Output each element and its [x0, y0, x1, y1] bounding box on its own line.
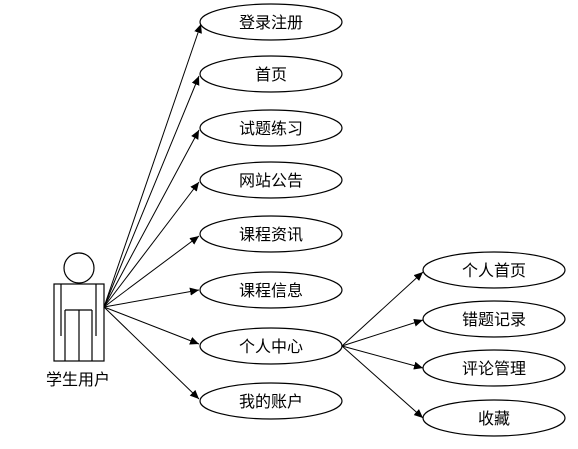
use-case-course-info: 课程信息: [199, 271, 343, 309]
use-case-personal-home-ellipse: [422, 251, 566, 289]
use-case-personal-center-label: 个人中心: [239, 337, 303, 356]
use-case-home-label: 首页: [255, 65, 287, 84]
use-case-favorites-ellipse: [422, 399, 566, 437]
assoc-announcements: [103, 181, 200, 308]
use-case-practice: 试题练习: [199, 109, 343, 147]
assoc-register: [103, 23, 202, 308]
use-case-comment-mgmt-ellipse: [422, 349, 566, 387]
use-case-personal-home: 个人首页: [422, 251, 566, 289]
use-case-course-news-label: 课程资讯: [239, 225, 303, 244]
use-case-favorites-label: 收藏: [478, 409, 510, 428]
use-case-course-news-ellipse: [199, 215, 343, 253]
use-case-my-account: 我的账户: [199, 382, 343, 420]
use-case-comment-mgmt-label: 评论管理: [462, 359, 526, 378]
use-case-practice-label: 试题练习: [239, 119, 303, 138]
use-case-home: 首页: [199, 55, 343, 93]
use-case-personal-home-label: 个人首页: [462, 261, 526, 280]
actor-head: [63, 252, 95, 284]
personal-center-associations: [341, 271, 424, 419]
use-case-my-account-label: 我的账户: [239, 392, 303, 411]
use-case-comment-mgmt: 评论管理: [422, 349, 566, 387]
actor-label: 学生用户: [46, 370, 110, 389]
use-case-personal-center-ellipse: [199, 327, 343, 365]
assoc-favorites: [341, 345, 424, 419]
assoc-personal-home: [341, 271, 424, 347]
use-case-home-ellipse: [199, 55, 343, 93]
use-case-wrong-answers-ellipse: [422, 300, 566, 338]
use-case-wrong-answers-label: 错题记录: [462, 310, 526, 329]
assoc-my-account: [103, 306, 200, 400]
use-case-announcements-ellipse: [199, 161, 343, 199]
assoc-comment-mgmt: [341, 345, 424, 370]
assoc-course-news: [103, 235, 200, 308]
actor-associations: [103, 23, 202, 400]
use-case-wrong-answers: 错题记录: [422, 300, 566, 338]
use-case-announcements: 网站公告: [199, 161, 343, 199]
use-case-practice-ellipse: [199, 109, 343, 147]
use-case-announcements-label: 网站公告: [239, 171, 303, 190]
assoc-practice: [103, 129, 200, 308]
assoc-home: [103, 75, 200, 308]
assoc-wrong-answers: [341, 318, 424, 347]
assoc-course-info: [103, 287, 200, 308]
use-case-register-ellipse: [199, 3, 343, 41]
use-case-favorites: 收藏: [422, 399, 566, 437]
use-case-personal-center: 个人中心: [199, 327, 343, 365]
assoc-personal-center: [103, 306, 200, 345]
actor-student-user: 学生用户: [46, 252, 110, 389]
use-case-course-news: 课程资讯: [199, 215, 343, 253]
use-case-register-label: 登录注册: [239, 13, 303, 32]
use-case-my-account-ellipse: [199, 382, 343, 420]
use-case-course-info-label: 课程信息: [239, 281, 303, 300]
use-case-register: 登录注册: [199, 3, 343, 41]
use-case-course-info-ellipse: [199, 271, 343, 309]
